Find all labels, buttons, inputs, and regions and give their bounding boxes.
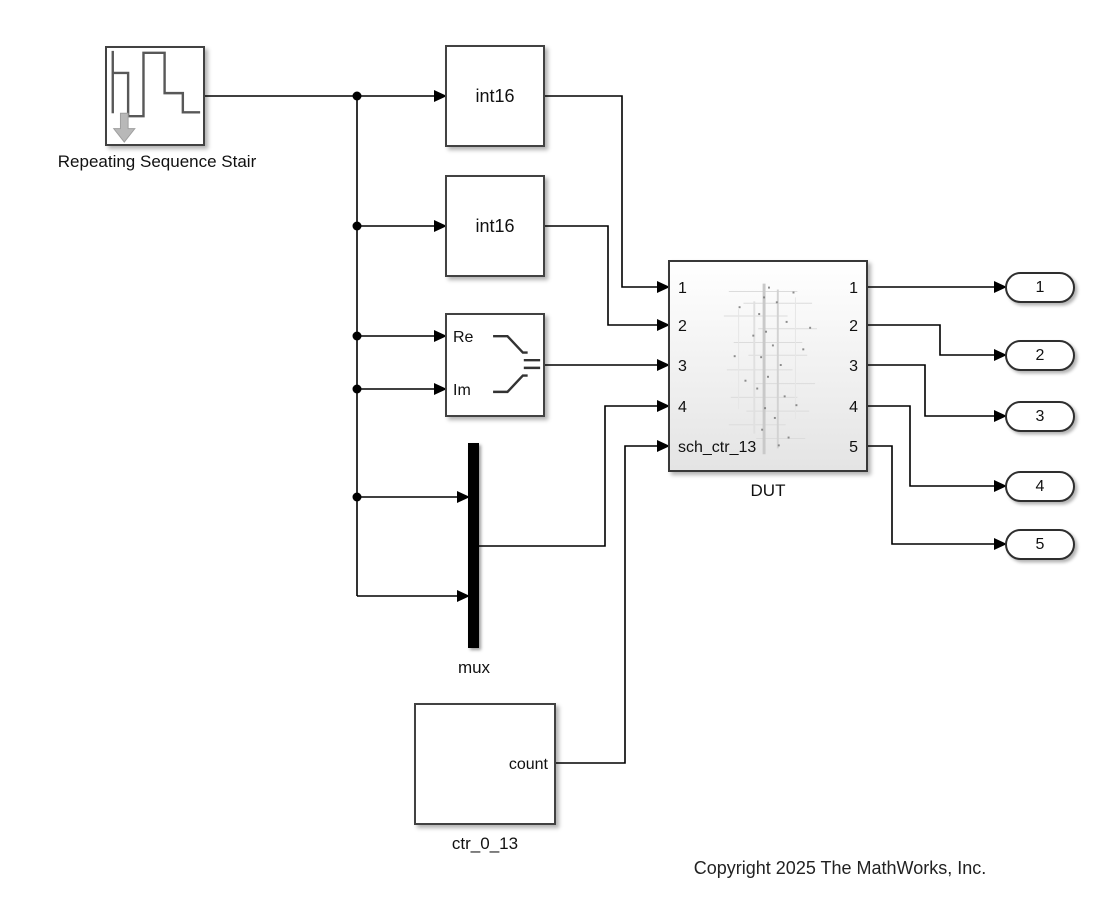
outport-5[interactable]: 5 [1005,529,1075,560]
branch-point [352,384,362,394]
dut-input-sch-ctr-13: sch_ctr_13 [678,439,757,456]
branch-point [352,221,362,231]
port-label-count: count [508,756,548,773]
block-int16-bottom[interactable]: int16 [445,175,545,277]
dut-output-4: 4 [849,399,858,416]
outport-3-label: 3 [1035,407,1045,425]
block-name-repeating-sequence-stair: Repeating Sequence Stair [57,152,257,171]
outport-2-label: 2 [1035,346,1045,364]
port-label-im: Im [453,382,471,399]
outport-1-label: 1 [1035,278,1045,296]
outport-1[interactable]: 1 [1005,272,1075,303]
block-repeating-sequence-stair[interactable] [105,46,205,146]
branch-point [352,91,362,101]
dut-output-1: 1 [849,280,858,297]
block-mux[interactable] [468,443,479,648]
dut-input-1: 1 [678,280,687,297]
wire-mux-to-dut-4[interactable] [479,400,670,547]
wire-dut-1-to-outport-1[interactable] [868,281,1007,293]
branch-point [352,331,362,341]
wire-dut-2-to-outport-2[interactable] [868,324,1007,361]
dut-input-3: 3 [678,358,687,375]
dut-input-4: 4 [678,399,687,416]
complex-merge-icon [493,335,541,394]
dut-thumbnail-icon [723,283,817,455]
dut-output-3: 3 [849,358,858,375]
block-name-dut: DUT [750,481,786,500]
dut-output-2: 2 [849,318,858,335]
port-label-re: Re [453,329,474,346]
branch-point [352,492,362,502]
int16-top-label: int16 [475,85,515,106]
int16-bottom-label: int16 [475,215,515,236]
wire-dut-4-to-outport-4[interactable] [868,405,1007,492]
wire-dut-5-to-outport-5[interactable] [868,445,1007,550]
outport-2[interactable]: 2 [1005,340,1075,371]
outport-4[interactable]: 4 [1005,471,1075,502]
block-dut[interactable]: 1 2 3 4 sch_ctr_13 1 2 3 4 5 [668,260,868,472]
dut-output-5: 5 [849,439,858,456]
block-counter[interactable]: count [414,703,556,825]
wire-counter-to-dut-sch-ctr[interactable] [556,440,670,764]
block-name-mux: mux [457,658,491,677]
wire-complex-to-dut-3[interactable] [545,359,670,371]
wire-dut-3-to-outport-3[interactable] [868,364,1007,422]
outport-5-label: 5 [1035,535,1045,553]
outport-3[interactable]: 3 [1005,401,1075,432]
copyright-annotation: Copyright 2025 The MathWorks, Inc. [693,858,987,878]
wire-source-trunk[interactable] [205,90,470,602]
stair-waveform-icon [111,50,201,143]
block-real-imag-to-complex[interactable]: Re Im [445,313,545,417]
wire-int16-bottom-to-dut-2[interactable] [545,225,670,331]
outport-4-label: 4 [1035,477,1045,495]
down-arrow-icon [112,112,136,143]
block-name-counter: ctr_0_13 [451,834,519,853]
block-int16-top[interactable]: int16 [445,45,545,147]
dut-input-2: 2 [678,318,687,335]
wire-int16-top-to-dut-1[interactable] [545,95,670,293]
